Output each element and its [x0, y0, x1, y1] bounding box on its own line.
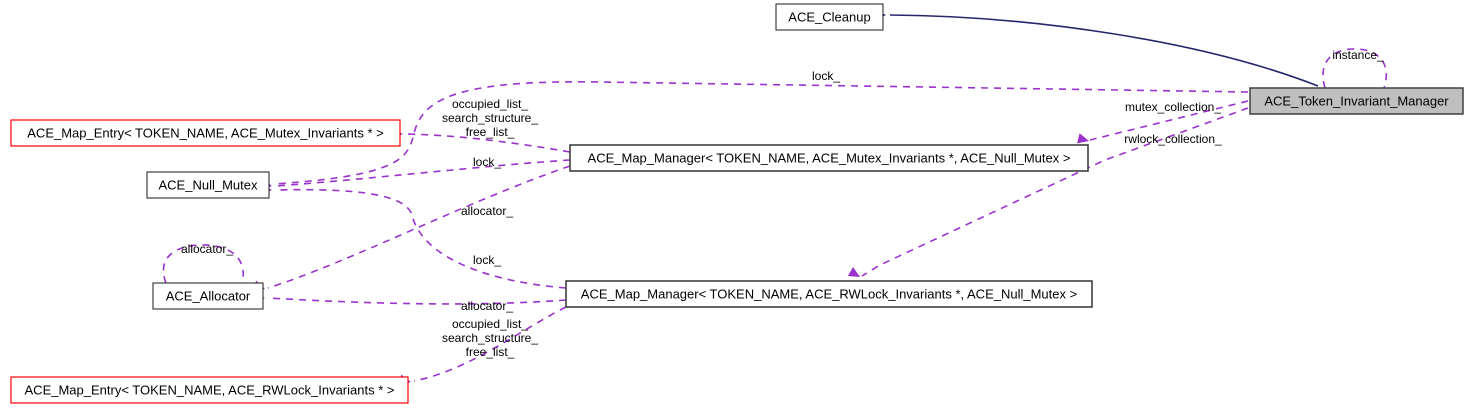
edge-label-edge-mm-mutex-lock: lock_ — [473, 155, 501, 169]
edge-label-edge-mm-rwlock-allocator: allocator_ — [461, 299, 513, 313]
edge-label-edge-rwlock-collection: rwlock_collection_ — [1124, 132, 1222, 146]
node-ace_token_invariant_manager[interactable]: ACE_Token_Invariant_Manager — [1249, 87, 1464, 115]
edge-label-edge-mm-rwlock-entries: occupied_list_search_structure_free_list… — [442, 317, 538, 359]
node-map_manager_mutex[interactable]: ACE_Map_Manager< TOKEN_NAME, ACE_Mutex_I… — [569, 144, 1089, 172]
node-box-ace_allocator[interactable] — [152, 282, 264, 310]
arrowhead-edge-mutex-collection-shape — [1077, 133, 1089, 144]
node-label-ace_null_mutex: ACE_Null_Mutex — [159, 177, 258, 192]
node-label-ace_token_invariant_manager: ACE_Token_Invariant_Manager — [1264, 93, 1449, 108]
node-map_entry_mutex[interactable]: ACE_Map_Entry< TOKEN_NAME, ACE_Mutex_Inv… — [10, 119, 401, 147]
edge-edge-mm-rwlock-lock — [275, 188, 567, 289]
node-box-map_manager_rwlock[interactable] — [565, 280, 1093, 308]
edge-edge-lock-top — [273, 81, 1249, 185]
edge-label-edge-instance: instance_ — [1332, 48, 1384, 62]
edge-edge-mm-mutex-allocator — [267, 165, 571, 289]
edge-label-edge-mm-mutex-entries: occupied_list_search_structure_free_list… — [442, 97, 538, 139]
node-label-map_manager_rwlock: ACE_Map_Manager< TOKEN_NAME, ACE_RWLock_… — [581, 286, 1077, 301]
nodes-layer: ACE_CleanupACE_Token_Invariant_ManagerAC… — [10, 3, 1464, 404]
node-ace_allocator[interactable]: ACE_Allocator — [152, 282, 264, 310]
edge-edge-inherit-cleanup — [889, 14, 1319, 87]
edge-edge-instance — [1322, 48, 1388, 89]
node-box-map_entry_rwlock[interactable] — [10, 376, 409, 404]
edge-labels-layer: instance_ lock_ mutex_collection_ rwlock_co… — [181, 48, 1384, 359]
edge-label-edge-mm-mutex-allocator: allocator_ — [461, 204, 513, 218]
node-label-map_entry_mutex: ACE_Map_Entry< TOKEN_NAME, ACE_Mutex_Inv… — [27, 125, 383, 140]
arrowhead-edge-rwlock-collection — [847, 266, 860, 277]
node-box-ace_token_invariant_manager[interactable] — [1249, 87, 1464, 115]
edge-label-edge-lock-top: lock_ — [812, 69, 840, 83]
edge-edge-mm-rwlock-entries — [413, 306, 567, 382]
edge-label-edge-allocator-self: allocator_ — [181, 242, 233, 256]
edge-edge-allocator-self — [162, 244, 244, 284]
edge-label-edge-mutex-collection: mutex_collection_ — [1125, 100, 1221, 114]
edge-label-edge-mm-rwlock-lock: lock_ — [473, 253, 501, 267]
node-label-ace_cleanup: ACE_Cleanup — [788, 9, 870, 24]
node-ace_null_mutex[interactable]: ACE_Null_Mutex — [146, 171, 270, 199]
edge-edge-rwlock-collection — [861, 107, 1249, 277]
edge-edge-mm-mutex-lock — [275, 159, 571, 187]
node-box-ace_null_mutex[interactable] — [146, 171, 270, 199]
arrowhead-edge-mutex-collection — [1077, 133, 1089, 144]
node-box-ace_cleanup[interactable] — [775, 3, 884, 31]
node-ace_cleanup[interactable]: ACE_Cleanup — [775, 3, 884, 31]
edges-layer — [158, 9, 1388, 385]
node-map_entry_rwlock[interactable]: ACE_Map_Entry< TOKEN_NAME, ACE_RWLock_In… — [10, 376, 409, 404]
node-label-map_entry_rwlock: ACE_Map_Entry< TOKEN_NAME, ACE_RWLock_In… — [25, 382, 395, 397]
arrowhead-edge-rwlock-collection-shape — [847, 266, 860, 277]
node-label-ace_allocator: ACE_Allocator — [166, 288, 251, 303]
edge-edge-mm-mutex-entries — [405, 133, 571, 153]
edge-edge-mutex-collection — [1089, 100, 1249, 141]
node-box-map_manager_mutex[interactable] — [569, 144, 1089, 172]
node-box-map_entry_mutex[interactable] — [10, 119, 401, 147]
node-label-map_manager_mutex: ACE_Map_Manager< TOKEN_NAME, ACE_Mutex_I… — [588, 150, 1071, 165]
edge-edge-mm-rwlock-allocator — [267, 297, 567, 305]
node-map_manager_rwlock[interactable]: ACE_Map_Manager< TOKEN_NAME, ACE_RWLock_… — [565, 280, 1093, 308]
